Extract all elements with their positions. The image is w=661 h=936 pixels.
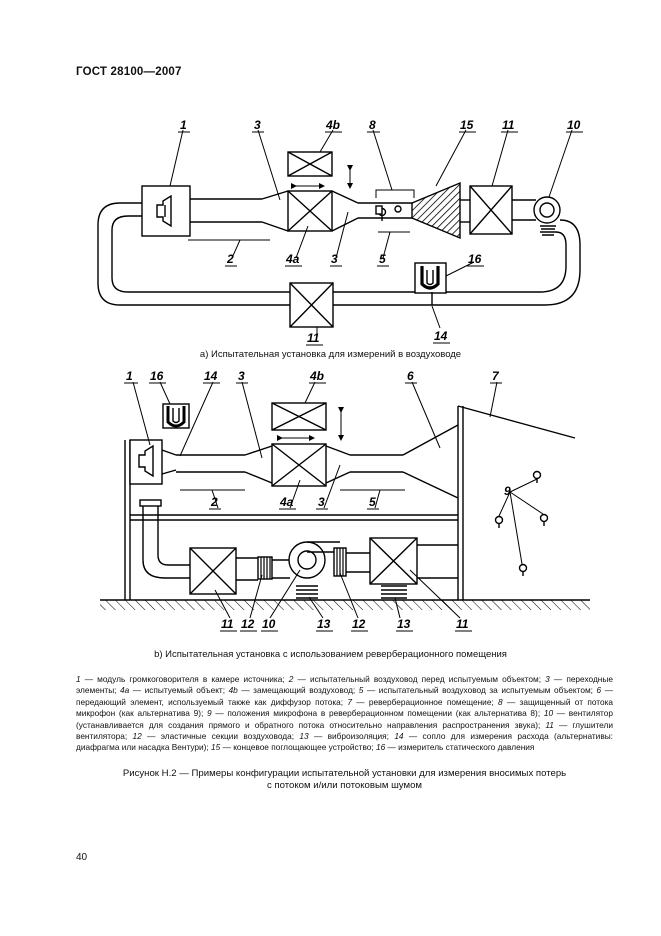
legend-text: — испытуемый объект; [129,685,229,696]
label-a-16: 16 [468,252,482,266]
figure-title-line-2: с потоком и/или потоковым шумом [266,780,423,791]
standard-header: ГОСТ 28100—2007 [76,66,182,78]
label-a-10: 10 [567,118,581,132]
legend-text: — модуль громкоговорителя в камере источ… [80,674,289,684]
label-b-7: 7 [492,369,500,383]
legend-text: — испытательный воздуховод за испытуемым… [363,685,597,696]
label-b-11b: 11 [456,617,469,631]
legend-text: — замещающий воздуховод; [237,685,359,696]
loudspeaker-module-b [129,439,163,485]
label-b-3b: 3 [318,495,325,509]
legend-text: — глушители вентилятора; [76,719,613,742]
figure-b-drawing [100,402,590,610]
label-b-12b: 12 [352,617,366,631]
legend-text: — сопло для измерения расхода (альтернат… [76,731,613,753]
legend-number: 5 [358,685,364,696]
page-number: 40 [76,852,88,863]
label-a-14: 14 [434,329,448,343]
label-a-11: 11 [502,118,515,132]
caption-figure-b: b) Испытательная установка с использован… [154,649,507,660]
fan-silencer-top [469,185,513,235]
label-b-1: 1 [126,369,133,383]
legend-number: 13 [299,731,309,742]
label-a-1: 1 [180,118,187,132]
label-a-3: 3 [254,118,261,132]
label-a-8: 8 [369,118,376,132]
label-b-13: 13 [317,617,331,631]
legend-number: 4b [228,685,238,696]
label-b-10: 10 [262,617,276,631]
fan-10 [533,196,561,224]
legend-number: 2 [288,674,294,684]
legend-text: — эластичные секции воздуховода; [141,731,300,742]
legend-number: 12 [132,731,142,742]
label-b-9: 9 [504,484,511,498]
legend-number: 10 [543,708,554,719]
label-b-13b: 13 [397,617,411,631]
legend-text: — передающий элемент, используемый также… [76,685,613,707]
label-b-16: 16 [150,369,164,383]
legend-text: — виброизоляция; [308,731,395,742]
label-a-2: 2 [226,252,234,266]
legend: 1 — модуль громкоговорителя в камере ист… [76,674,613,754]
figure-title: Рисунок Н.2 — Примеры конфигурации испыт… [76,768,613,792]
caption-figure-a: а) Испытательная установка для измерений… [199,349,462,360]
label-a-3b: 3 [331,252,338,266]
legend-text: — реверберационное помещение; [352,696,499,707]
legend-text: — переходные элементы; [76,674,613,696]
label-b-3: 3 [238,369,245,383]
legend-number: 1 [76,674,81,684]
legend-number: 4а [120,685,130,696]
legend-text: — концевое поглощающее устройство; [220,742,377,753]
figure-a-drawing [97,151,581,328]
legend-text: — защищенный от потока микрофон (как аль… [76,696,614,719]
test-object-4a-b [271,443,327,487]
replacement-duct-4b-b [271,402,327,431]
legend-text: — измеритель статического давления [385,742,535,753]
legend-text: — положения микрофона в реверберационном… [211,708,544,719]
label-b-6: 6 [407,369,414,383]
label-b-5: 5 [369,495,376,509]
replacement-duct-4b [287,151,333,177]
legend-number: 9 [207,708,212,719]
legend-text: — испытательный воздуховод перед испытуе… [293,674,546,684]
test-object-4a [287,190,333,232]
label-a-11b: 11 [307,331,320,345]
label-b-4a: 4a [279,495,294,509]
legend-number: 8 [498,696,503,707]
label-a-15: 15 [460,118,474,132]
label-b-4b: 4b [309,369,324,383]
legend-number: 11 [545,719,554,730]
label-b-12: 12 [241,617,255,631]
legend-number: 15 [211,742,221,753]
legend-number: 14 [394,731,404,742]
legend-number: 3 [545,674,550,684]
label-b-2: 2 [210,495,218,509]
figure-title-line-1: Рисунок Н.2 — Примеры конфигурации испыт… [122,768,567,779]
label-b-11: 11 [221,617,234,631]
legend-number: 6 [596,685,602,696]
legend-number: 16 [376,742,386,753]
legend-text: — вентилятор (устанавливается для создан… [76,708,613,730]
label-a-4b: 4b [325,118,340,132]
label-b-14: 14 [204,369,218,383]
label-a-4a: 4a [285,252,300,266]
fan-10-b [288,541,326,579]
legend-number: 7 [347,696,352,707]
loudspeaker-module [141,185,191,237]
label-a-5: 5 [379,252,386,266]
